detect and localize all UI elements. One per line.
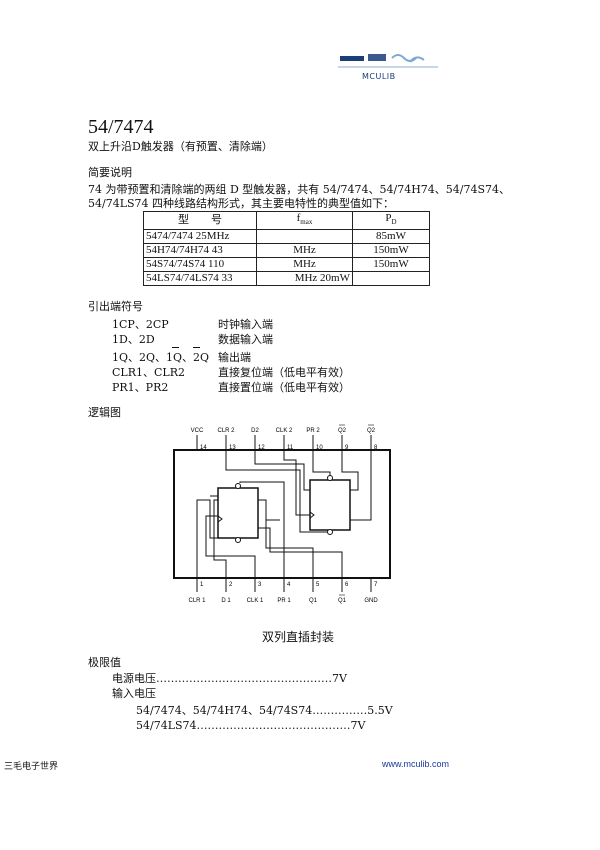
- flip-flop-1: [217, 487, 259, 539]
- pin-label-d2: D2: [251, 428, 259, 434]
- logic-diagram: VCC CLR 2 D2 CLK 2 PR 2 Q2 Q2 14 13 12 1…: [173, 424, 391, 604]
- limits-heading: 极限值: [88, 656, 121, 669]
- pin-description: 时钟输入端: [218, 318, 273, 331]
- pin-label-q2: Q2: [338, 428, 347, 434]
- clock-mark-1: [217, 515, 223, 523]
- pin-description: 直接置位端（低电平有效）: [218, 381, 350, 394]
- table-cell: [352, 271, 430, 287]
- table-cell: MHz: [256, 243, 353, 259]
- pin-symbol: 1CP、2CP: [112, 318, 169, 331]
- document-subtitle: 双上升沿D触发器（有预置、清除端）: [88, 140, 273, 153]
- logo-text: MCULIB: [362, 72, 396, 81]
- overline-mark: [172, 347, 179, 348]
- pin-number: 10: [316, 445, 323, 451]
- pin-label-d1: D 1: [221, 598, 231, 604]
- clear-bubble-2: [327, 529, 333, 535]
- footer-url-link[interactable]: www.mculib.com: [382, 759, 450, 769]
- table-header-fmax: fmax: [256, 210, 353, 231]
- clear-bubble-1: [235, 537, 241, 543]
- table-header-model: 型 号: [143, 210, 257, 231]
- table-cell: 54H74/74H74 43: [143, 243, 257, 259]
- limit-input-ls: 54/74LS74……………………………………7V: [136, 719, 366, 732]
- table-row: 54H74/74H74 43 MHz 150mW: [143, 243, 430, 259]
- logic-heading: 逻辑图: [88, 406, 121, 419]
- summary-heading: 简要说明: [88, 166, 132, 179]
- pin-label-gnd: GND: [364, 598, 378, 604]
- pin-number: 4: [287, 582, 291, 588]
- table-cell: 54LS74/74LS74 33: [143, 271, 257, 287]
- limit-input-heading: 输入电压: [112, 687, 156, 700]
- table-cell: [256, 229, 353, 245]
- clock-mark-2: [309, 511, 315, 519]
- pin-label-clk1: CLK 1: [247, 598, 264, 604]
- pin-label-pr2: PR 2: [306, 428, 320, 434]
- pin-number: 9: [345, 445, 349, 451]
- table-cell: 150mW: [352, 243, 430, 259]
- table-row: 54S74/74S74 110 MHz 150mW: [143, 257, 430, 273]
- table-cell: 5474/7474 25MHz: [143, 229, 257, 245]
- pin-symbol: 1Q、2Q、1Q、2Q: [112, 351, 210, 364]
- internal-wiring: [196, 450, 372, 578]
- limit-supply-voltage: 电源电压…………………………………………7V: [112, 672, 347, 685]
- document-title: 54/7474: [88, 116, 154, 138]
- package-outline: [173, 449, 391, 579]
- summary-line-1: 74 为带预置和清除端的两组 D 型触发器，共有 54/7474、54/74H7…: [88, 183, 511, 196]
- table-cell: 54S74/74S74 110: [143, 257, 257, 273]
- pin-label-q1-bar: Q1: [338, 598, 347, 604]
- table-header-pd: PD: [352, 210, 430, 231]
- pin-number: 5: [316, 582, 320, 588]
- spec-table: 型 号 fmax PD 5474/7474 25MHz 85mW 54H74/7…: [143, 210, 430, 287]
- table-cell: 150mW: [352, 257, 430, 273]
- pins-heading: 引出端符号: [88, 300, 143, 313]
- pin-number: 11: [287, 445, 294, 451]
- pin-label-clr2: CLR 2: [217, 428, 235, 434]
- pin-number: 2: [229, 582, 233, 588]
- flip-flop-2: [309, 479, 351, 531]
- table-cell: MHz: [256, 257, 353, 273]
- pin-symbol: PR1、PR2: [112, 381, 169, 394]
- pin-label-pr1: PR 1: [277, 598, 291, 604]
- mculib-logo: [338, 54, 438, 68]
- pin-number: 7: [374, 582, 378, 588]
- pin-number: 6: [345, 582, 349, 588]
- diagram-caption: 双列直插封装: [262, 630, 335, 644]
- limit-input-standard: 54/7474、54/74H74、54/74S74……………5.5V: [136, 704, 393, 717]
- pin-symbol: CLR1、CLR2: [112, 366, 186, 379]
- table-cell: MHz 20mW: [256, 271, 353, 287]
- bottom-pin-leads: [196, 578, 372, 592]
- pin-number: 14: [200, 445, 207, 451]
- pin-number: 13: [229, 445, 236, 451]
- pin-label-q2-bar: Q2: [367, 428, 376, 434]
- pin-symbol: 1D、2D: [112, 333, 155, 346]
- pin-number: 8: [374, 445, 378, 451]
- footer-site-name: 三毛电子世界: [4, 762, 59, 772]
- preset-bubble-1: [235, 483, 241, 489]
- pin-number: 12: [258, 445, 265, 451]
- pin-label-clk2: CLK 2: [276, 428, 293, 434]
- table-row: 54LS74/74LS74 33 MHz 20mW: [143, 271, 430, 287]
- preset-bubble-2: [327, 475, 333, 481]
- overline-mark: [193, 347, 200, 348]
- table-row: 5474/7474 25MHz 85mW: [143, 229, 430, 245]
- pin-number: 1: [200, 582, 204, 588]
- pin-description: 输出端: [218, 351, 251, 364]
- table-header-row: 型 号 fmax PD: [143, 210, 430, 231]
- pin-number: 3: [258, 582, 262, 588]
- pin-label-vcc: VCC: [191, 428, 204, 434]
- pin-description: 直接复位端（低电平有效）: [218, 366, 350, 379]
- top-pin-leads: [196, 435, 372, 450]
- pin-description: 数据输入端: [218, 333, 273, 346]
- pin-label-clr1: CLR 1: [188, 598, 206, 604]
- table-cell: 85mW: [352, 229, 430, 245]
- pin-label-q1: Q1: [309, 598, 318, 604]
- summary-line-2: 54/74LS74 四种线路结构形式，其主要电特性的典型值如下：: [88, 197, 395, 210]
